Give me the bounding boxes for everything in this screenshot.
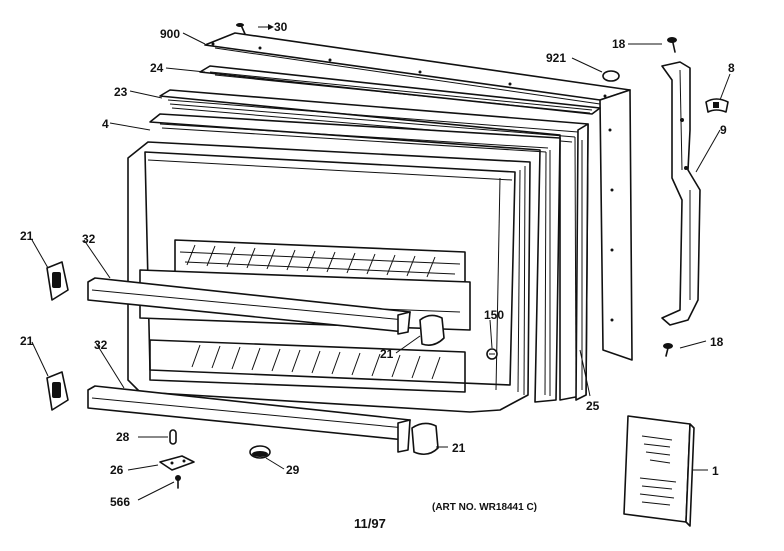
door-shelf-bar-lower [87,385,411,453]
pin-28 [169,429,177,445]
door-shelf-bar-upper [87,277,411,335]
label-21-right-upper: 21 [380,347,394,361]
screw-18-top [667,37,677,53]
label-29: 29 [286,463,300,477]
plug-921 [602,70,620,82]
shelf-end-cap-left-upper [46,261,69,301]
instruction-booklet [623,415,695,527]
screw-566 [175,475,181,489]
bracket-26 [159,455,195,471]
shelf-end-cap-right-upper [419,314,445,346]
label-900: 900 [160,27,180,41]
clip-8 [705,98,729,113]
screw-18-bottom [663,343,673,357]
outer-door-panel [204,32,633,361]
label-32-upper: 32 [82,232,96,246]
label-26: 26 [110,463,124,477]
label-21-left-lower: 21 [20,334,34,348]
label-8: 8 [728,61,735,75]
label-23: 23 [114,85,128,99]
shelf-end-cap-left-lower [46,371,69,411]
hinge-arm-9 [661,61,701,326]
label-150: 150 [484,308,504,322]
label-21-right-lower: 21 [452,441,466,455]
label-4: 4 [102,117,109,131]
label-21-left-upper: 21 [20,229,34,243]
label-30: 30 [274,20,288,34]
upper-shelf-ribs [186,244,436,278]
label-1: 1 [712,464,719,478]
label-28: 28 [116,430,130,444]
lower-shelf-ribs [191,344,441,380]
label-32-lower: 32 [94,338,108,352]
label-18-bottom: 18 [710,335,724,349]
label-24: 24 [150,61,164,75]
button-29 [249,445,271,459]
fastener-150 [486,348,498,360]
label-18-top: 18 [612,37,626,51]
label-566: 566 [110,495,130,509]
screw-30 [236,23,246,35]
inner-door-liner [127,141,531,413]
label-921: 921 [546,51,566,65]
shelf-end-cap-right-lower [411,422,439,456]
label-25: 25 [586,399,600,413]
art-number: (ART NO. WR18441 C) [432,502,537,513]
door-gasket-frame [149,113,561,403]
door-gasket-top [199,65,601,115]
date-code: 11/97 [354,516,386,531]
label-9: 9 [720,123,727,137]
